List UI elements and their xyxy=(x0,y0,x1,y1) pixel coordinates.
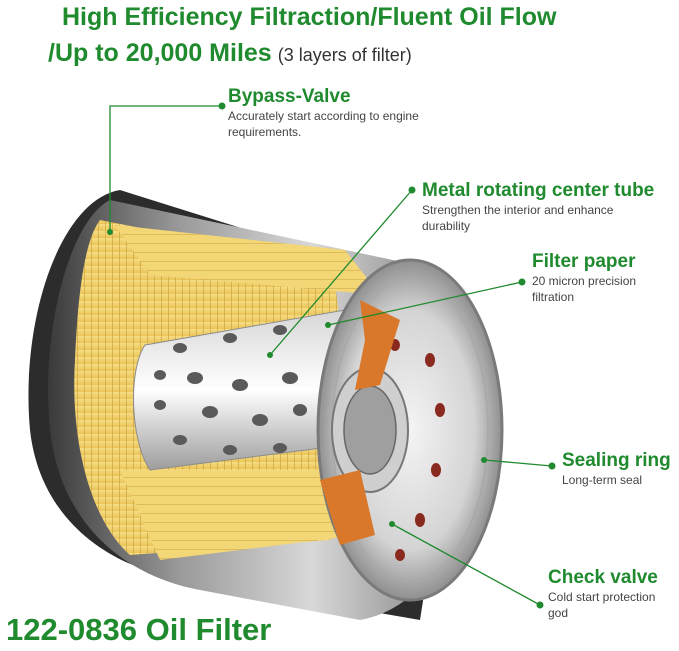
callout-filter-paper-title: Filter paper xyxy=(532,251,636,272)
callout-filter-paper: Filter paper 20 micron precision filtrat… xyxy=(532,251,636,305)
callout-sealing-ring-title: Sealing ring xyxy=(562,450,671,471)
callout-center-tube-title: Metal rotating center tube xyxy=(422,180,655,201)
check-valve-upper xyxy=(355,300,400,390)
center-tube-holes xyxy=(154,325,307,455)
threaded-hub-inner xyxy=(343,385,397,475)
callout-bypass-valve-title: Bypass-Valve xyxy=(228,86,351,107)
callout-dots xyxy=(107,102,556,609)
check-valve-lower xyxy=(320,470,375,545)
filter-media-bottom xyxy=(120,470,360,560)
headline-mileage: /Up to 20,000 Miles xyxy=(48,39,272,67)
base-plate-holes xyxy=(390,339,445,561)
callout-bypass-valve: Bypass-Valve Accurately start according … xyxy=(228,86,419,140)
product-name: 122-0836 Oil Filter xyxy=(6,612,272,647)
headline-note: (3 layers of filter) xyxy=(277,45,412,65)
filter-media-top xyxy=(115,225,380,295)
callout-check-valve-desc-1: Cold start protection xyxy=(548,590,656,604)
callout-bypass-valve-desc-2: requirements. xyxy=(228,125,302,139)
callout-bypass-valve-desc-1: Accurately start according to engine xyxy=(228,109,419,123)
callout-center-tube-desc-2: durability xyxy=(422,219,471,233)
callout-sealing-ring: Sealing ring Long-term seal xyxy=(562,450,671,488)
headline-line-1: High Efficiency Filtraction/Fluent Oil F… xyxy=(62,3,557,31)
callout-filter-paper-desc-1: 20 micron precision xyxy=(532,274,637,288)
callout-center-tube: Metal rotating center tube Strengthen th… xyxy=(422,180,654,234)
callout-check-valve-title: Check valve xyxy=(548,567,658,588)
callout-sealing-ring-desc-1: Long-term seal xyxy=(562,473,643,487)
callout-check-valve: Check valve Cold start protection god xyxy=(548,567,658,621)
headline-line-2: /Up to 20,000 Miles(3 layers of filter) xyxy=(48,36,412,72)
callout-check-valve-desc-2: god xyxy=(548,606,569,620)
callout-center-tube-desc-1: Strengthen the interior and enhance xyxy=(422,203,614,217)
callout-lines xyxy=(109,105,553,606)
callout-filter-paper-desc-2: filtration xyxy=(532,290,575,304)
